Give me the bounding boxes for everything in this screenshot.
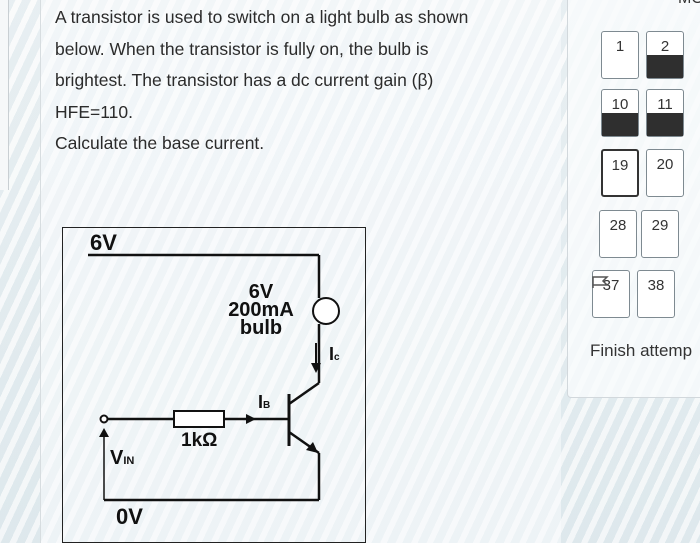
ic-arrow-head: [311, 363, 321, 373]
supply-label: 6V: [90, 230, 117, 255]
left-panel-edge: [0, 0, 9, 190]
question-nav-button[interactable]: 28: [599, 210, 637, 258]
emitter-arrow: [306, 442, 318, 453]
question-nav-button[interactable]: 20: [646, 149, 684, 197]
question-nav-number: 38: [647, 277, 665, 294]
ic-label: Ic: [329, 344, 340, 365]
input-terminal: [99, 414, 109, 424]
ground-label: 0V: [116, 504, 143, 529]
ic-text: I: [329, 344, 335, 364]
question-line: A transistor is used to switch on a ligh…: [55, 7, 469, 27]
question-nav-number: 1: [615, 38, 625, 55]
ib-subscript: B: [263, 400, 271, 411]
vin-label: VIN: [110, 447, 134, 470]
quiz-navigation-title: MOI: [678, 0, 700, 8]
answered-indicator: [647, 55, 683, 78]
vin-subscript: IN: [123, 455, 135, 467]
question-nav-number: 19: [611, 157, 629, 174]
finish-attempt-link[interactable]: Finish attemp: [590, 341, 693, 360]
question-nav-button[interactable]: 2: [646, 31, 684, 79]
vin-arrow-head: [99, 428, 109, 437]
vin-text: V: [110, 447, 124, 469]
question-line: Calculate the base current.: [55, 133, 265, 153]
bulb-current: 200mA: [228, 299, 294, 321]
question-nav-button[interactable]: 10: [601, 89, 639, 137]
question-nav-button-flagged[interactable]: 37: [592, 270, 630, 318]
bulb-word: bulb: [239, 317, 283, 339]
question-nav-number: 37: [602, 277, 620, 294]
ic-subscript: c: [334, 352, 340, 363]
question-nav-number: 20: [656, 156, 674, 173]
ib-label: IB: [258, 392, 270, 413]
question-card: [40, 0, 561, 543]
question-nav-number: 28: [609, 217, 627, 234]
question-nav-number: 11: [657, 96, 673, 113]
question-nav-number: 29: [651, 217, 669, 234]
question-nav-button[interactable]: 29: [641, 210, 679, 258]
resistor-icon: [173, 410, 225, 428]
question-nav-number: 2: [660, 38, 670, 55]
bulb-voltage: 6V: [248, 281, 274, 303]
question-line: HFE=110.: [55, 101, 133, 122]
question-nav-button[interactable]: 1: [601, 31, 639, 79]
transistor-collector: [288, 381, 320, 406]
answered-indicator: [647, 113, 683, 136]
question-nav-button[interactable]: 11: [646, 89, 684, 137]
question-line: brightest. The transistor has a dc curre…: [55, 70, 434, 90]
flag-icon: [592, 276, 609, 288]
bulb-icon: [312, 297, 340, 325]
ib-arrow: [246, 414, 256, 424]
question-text: A transistor is used to switch on a ligh…: [55, 2, 525, 160]
question-line: below. When the transistor is fully on, …: [55, 38, 429, 59]
bulb-label: 6V 200mA bulb: [226, 281, 296, 339]
question-nav-button-current[interactable]: 19: [601, 149, 639, 197]
resistor-label: 1kΩ: [181, 430, 218, 451]
question-nav-button[interactable]: 38: [637, 270, 675, 318]
answered-indicator: [602, 113, 638, 136]
question-nav-number: 10: [611, 96, 629, 113]
ib-text: I: [258, 392, 264, 412]
